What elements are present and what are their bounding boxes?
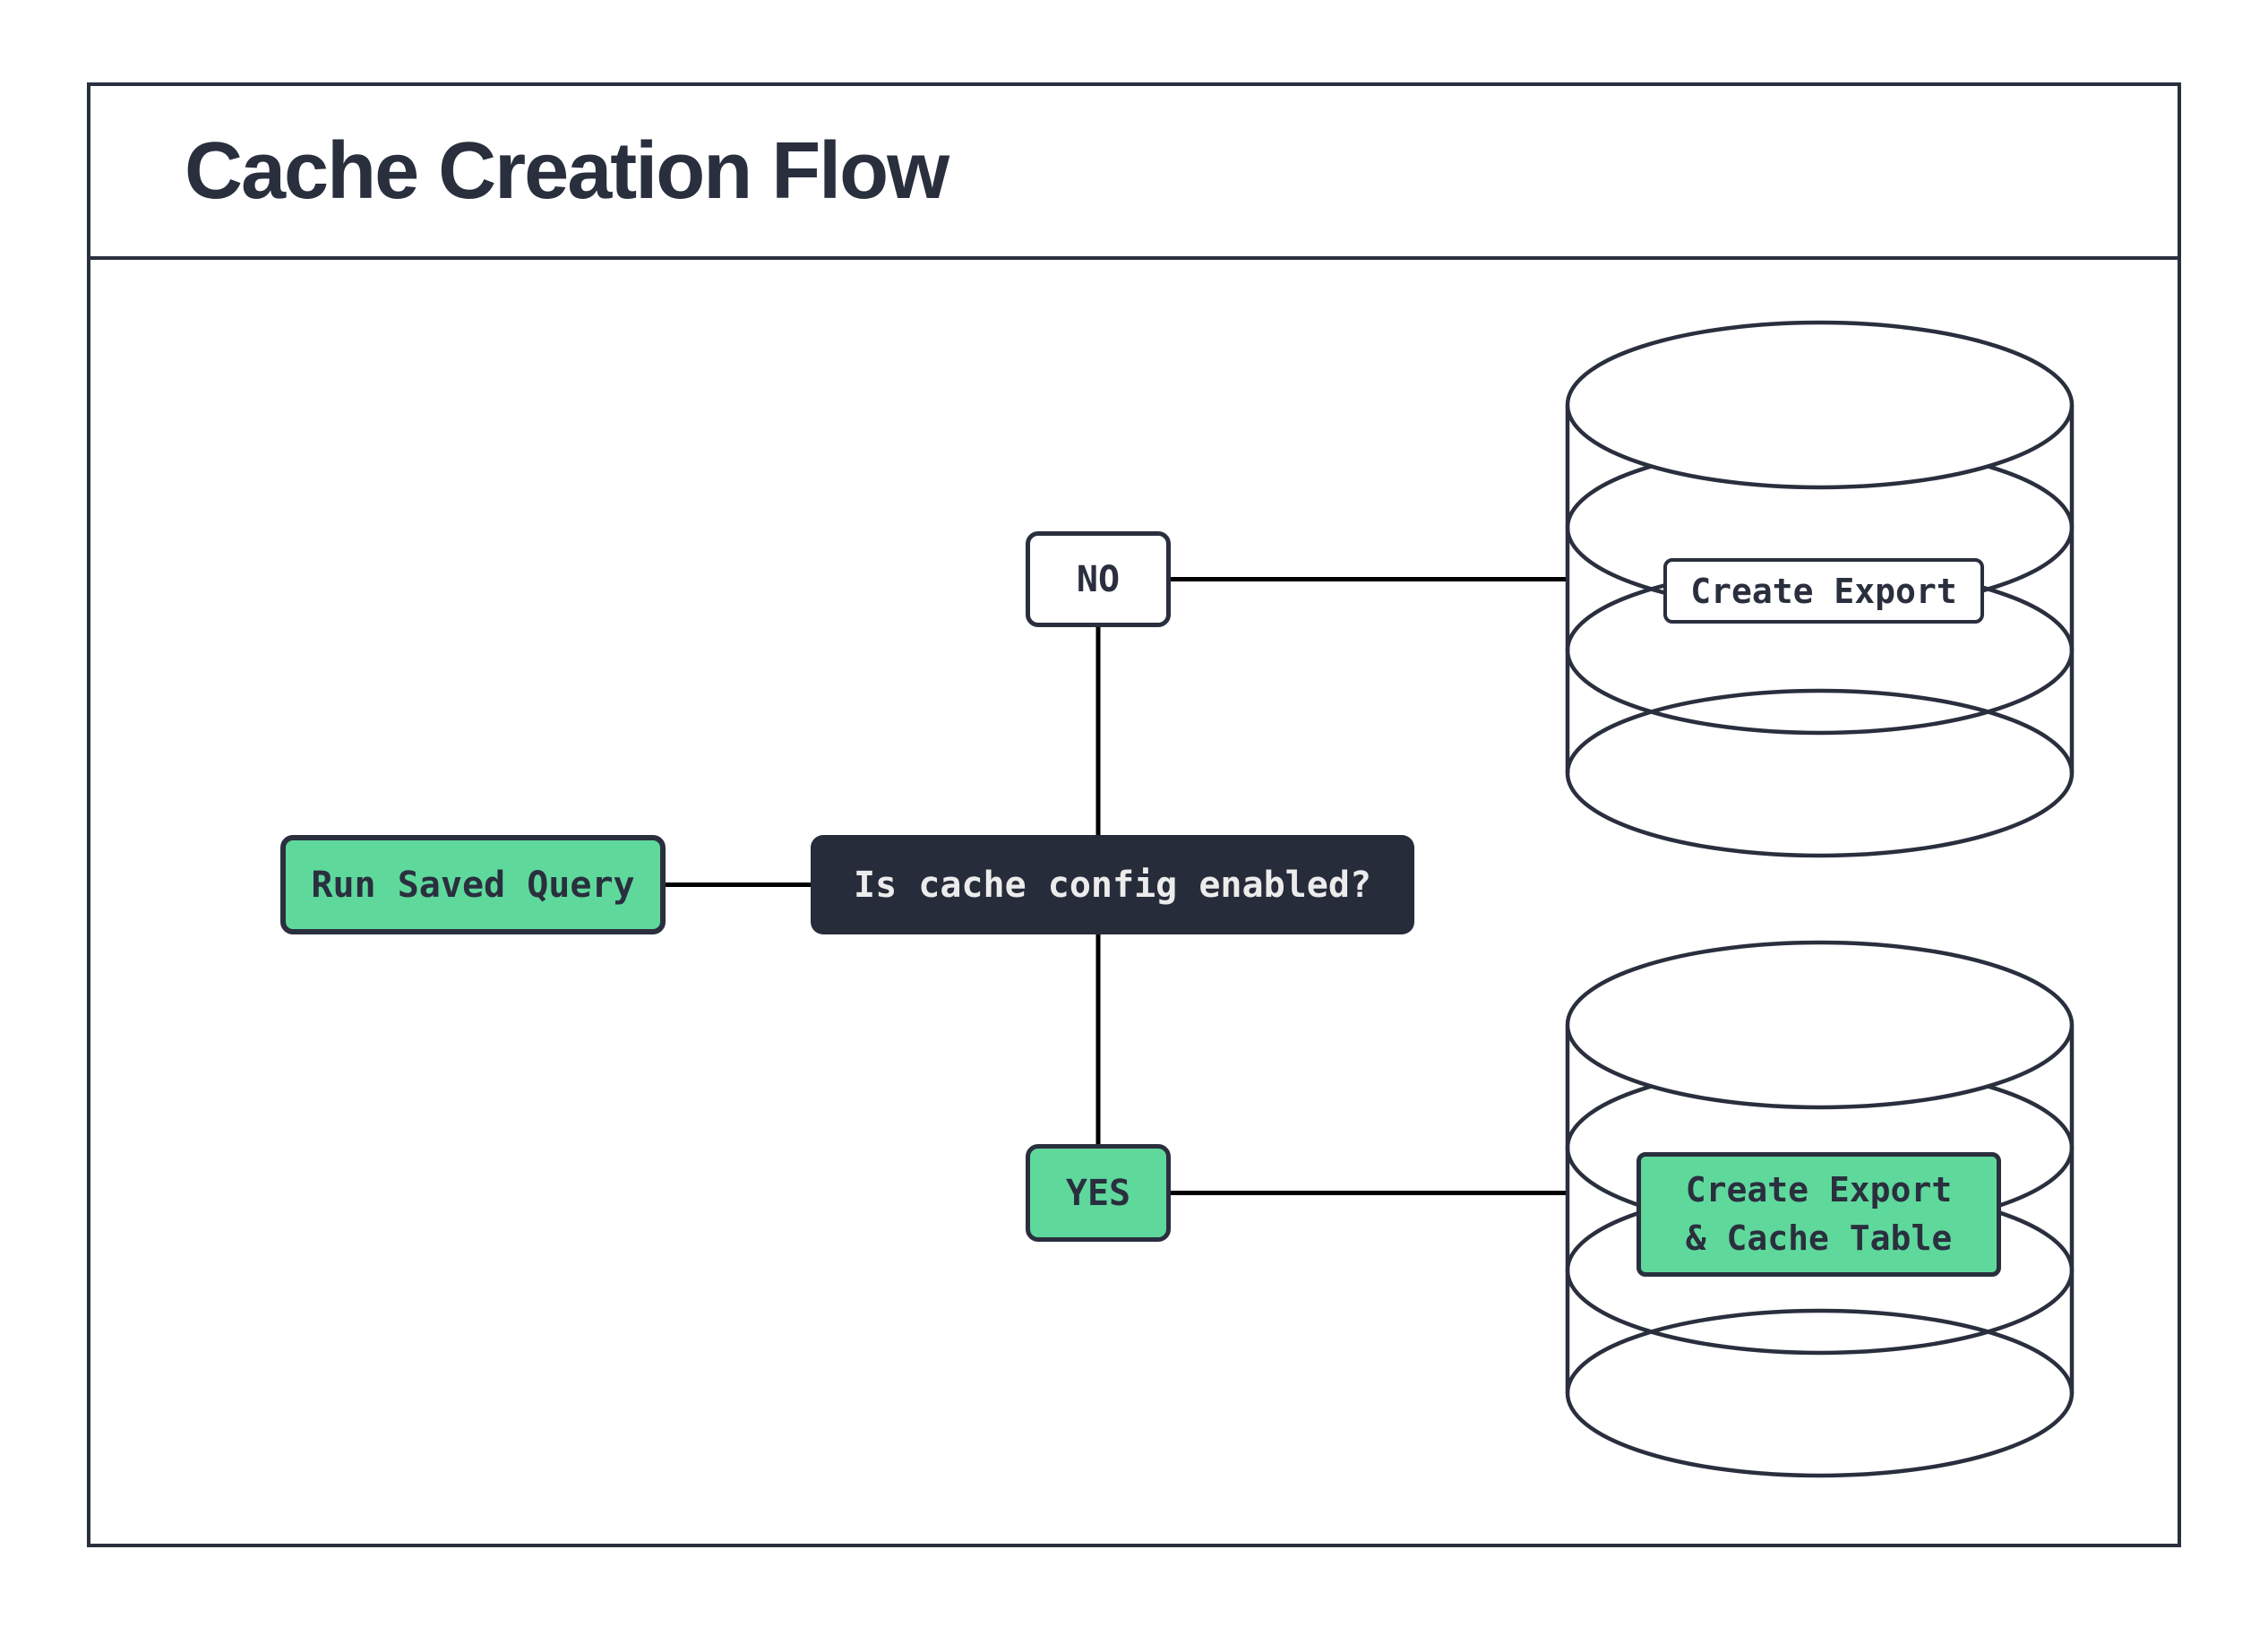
frame-header: Cache Creation Flow (90, 86, 2178, 260)
node-run-saved-query: Run Saved Query (280, 835, 666, 934)
branch-label-no: NO (1026, 531, 1171, 627)
connector-lines (666, 577, 1568, 1195)
branch-label-yes: YES (1026, 1144, 1171, 1242)
database-icon (1565, 940, 2075, 1478)
database-icon (1565, 320, 2075, 858)
page-title: Cache Creation Flow (185, 125, 949, 216)
node-create-export: Create Export (1663, 558, 1984, 624)
node-decision-cache-config: Is cache config enabled? (811, 835, 1414, 934)
node-create-export-cache-table: Create Export & Cache Table (1637, 1152, 2001, 1277)
